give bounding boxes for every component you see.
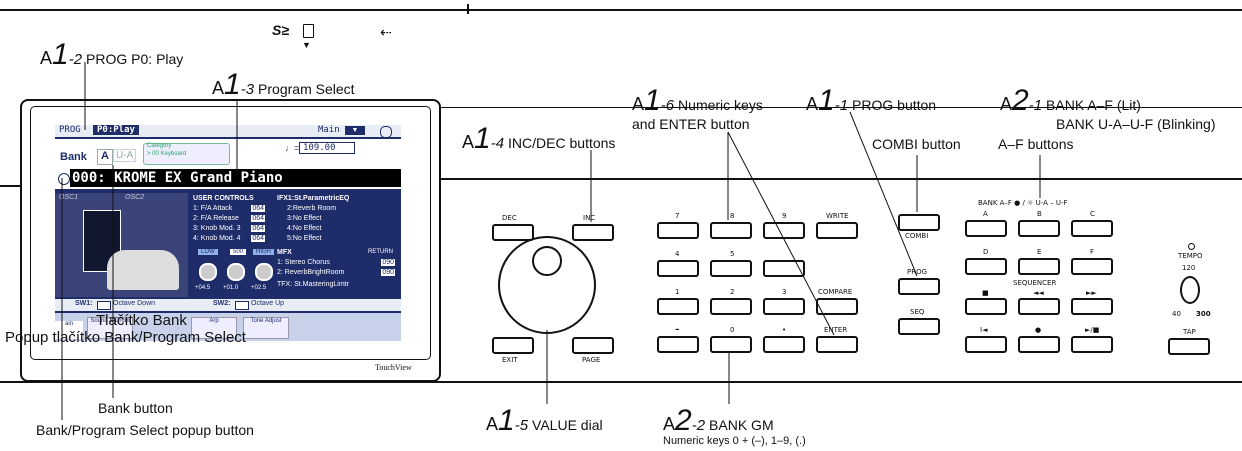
leader-prog-button: [850, 112, 917, 276]
leader-num-enter: [728, 132, 834, 335]
